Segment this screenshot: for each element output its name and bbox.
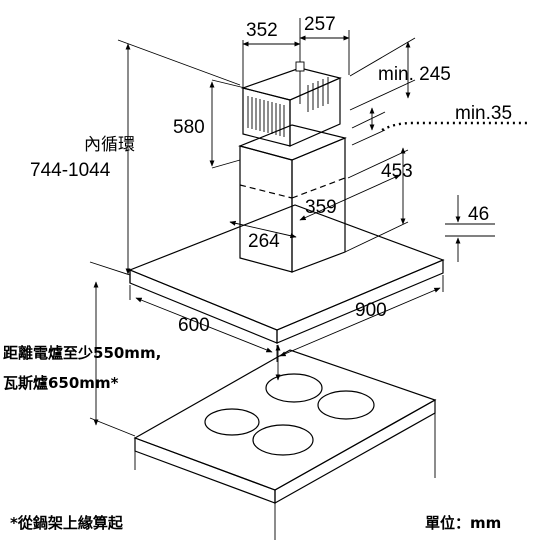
dim-canopy-depth: 600	[178, 315, 210, 336]
dim-chimney-width: 257	[304, 14, 336, 35]
dim-lower-chimney-height: 453	[381, 161, 413, 182]
note-clearance-electric: 距離電爐至少550mm,	[3, 344, 161, 362]
dim-canopy-width: 900	[355, 300, 387, 321]
dim-lower-chimney-depth: 359	[305, 197, 337, 218]
note-unit: 單位：mm	[425, 514, 501, 532]
dim-upper-chimney-height: 580	[173, 117, 205, 138]
note-footnote: *從鍋架上緣算起	[10, 514, 124, 532]
cooktop	[133, 349, 437, 505]
dim-lower-chimney-width: 264	[248, 231, 280, 252]
upper-chimney	[240, 61, 342, 147]
note-clearance-gas: 瓦斯爐650mm*	[3, 374, 119, 392]
dimension-lines	[89, 18, 530, 437]
recirculation-label: 內循環	[84, 135, 135, 154]
dim-canopy-thickness: 46	[468, 204, 489, 225]
hood-canopy	[128, 204, 445, 344]
dim-chimney-depth: 352	[246, 20, 278, 41]
dim-min-clearance-top: min. 245	[378, 64, 451, 85]
dim-min-clearance-side: min.35	[455, 103, 512, 124]
cooktop-burners	[204, 373, 375, 456]
dim-total-height-range: 744-1044	[30, 160, 111, 181]
chimney-vent-slats	[247, 77, 329, 137]
